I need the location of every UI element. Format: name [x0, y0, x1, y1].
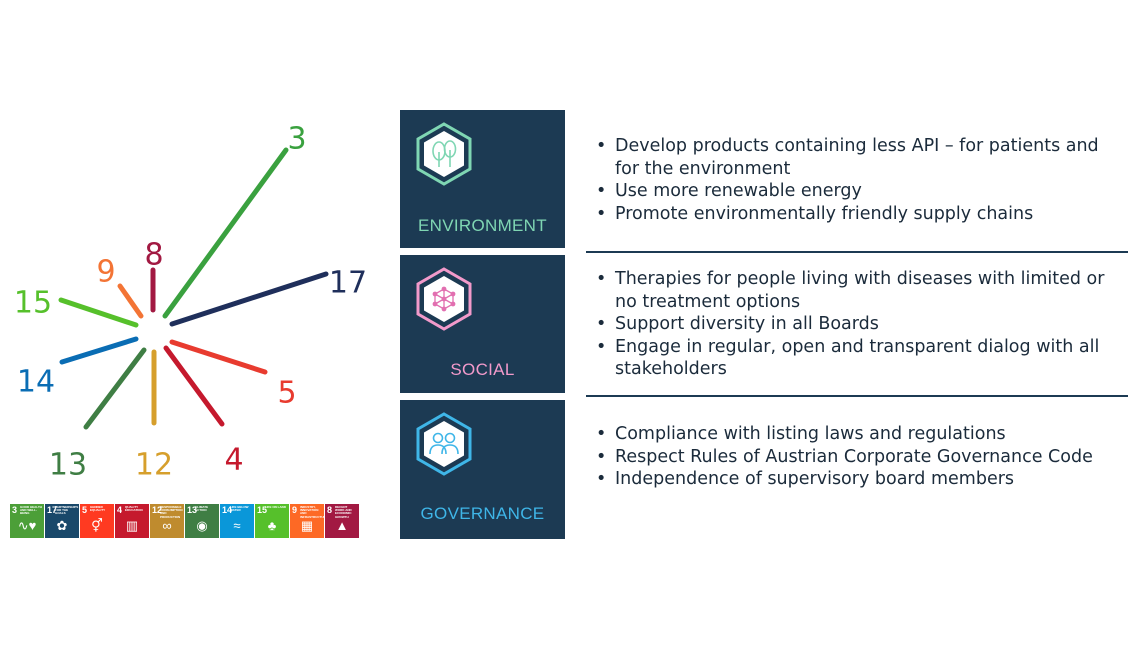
sdg-number-label: 14	[17, 365, 55, 400]
goal-item: Develop products containing less API – f…	[596, 135, 1126, 180]
infinity-icon: ∞	[162, 518, 172, 533]
sdg-ray-17	[169, 271, 329, 327]
pillar-environment: ENVIRONMENT	[400, 110, 565, 248]
goal-item: Use more renewable energy	[596, 180, 1126, 203]
environment-goals: Develop products containing less API – f…	[596, 135, 1126, 225]
sdg-number-label: 15	[14, 286, 52, 321]
gender-icon: ⚥	[91, 518, 103, 533]
sdg-tile-title: QUALITY EDUCATION	[125, 505, 143, 513]
growth-chart-icon: ▲	[335, 518, 349, 533]
sdg-tile-number: 12	[152, 505, 163, 515]
sdg-tile-title: DECENT WORK AND ECONOMIC GROWTH	[335, 505, 352, 519]
sdg-tile-number: 17	[47, 505, 58, 515]
sdg-ray-5	[169, 339, 268, 375]
sdg-tile-number: 3	[12, 505, 18, 515]
sdg-number-label: 13	[49, 448, 87, 483]
sdg-tile-number: 15	[257, 505, 268, 515]
sdg-number-label: 5	[277, 376, 296, 411]
goal-item: Support diversity in all Boards	[596, 313, 1126, 336]
pillar-label: SOCIAL	[450, 360, 515, 379]
sdg-number-label: 8	[144, 238, 163, 273]
pillar-social: SOCIAL	[400, 255, 565, 393]
section-divider	[586, 395, 1128, 397]
sdg-tile-title: GOOD HEALTH AND WELL-BEING	[20, 505, 42, 516]
goal-item: Engage in regular, open and transparent …	[596, 336, 1126, 381]
governance-goals: Compliance with listing laws and regulat…	[596, 423, 1126, 491]
sdg-number-label: 9	[96, 255, 115, 290]
sdg-tile-number: 4	[117, 505, 123, 515]
people-icon	[416, 412, 472, 476]
network-icon	[416, 267, 472, 331]
sdg-tile-title: INDUSTRY, INNOVATION AND INFRASTRUCTURE	[300, 505, 324, 519]
sdg-number-label: 12	[135, 448, 173, 483]
pillar-governance: GOVERNANCE	[400, 400, 565, 539]
sdg-number-label: 3	[287, 122, 306, 157]
goal-item: Independence of supervisory board member…	[596, 468, 1126, 491]
cubes-icon: ▦	[300, 518, 314, 533]
goal-item: Respect Rules of Austrian Corporate Gove…	[596, 446, 1126, 469]
book-icon: ▥	[125, 518, 139, 533]
sdg-tile-title: LIFE BELOW WATER	[230, 505, 249, 513]
social-goals: Therapies for people living with disease…	[596, 268, 1126, 381]
sdg-tile-number: 9	[292, 505, 298, 515]
pillar-label: ENVIRONMENT	[418, 216, 547, 235]
fish-icon: ≈	[233, 518, 241, 533]
sdg-tile-number: 13	[187, 505, 198, 515]
heartbeat-icon: ∿♥	[17, 518, 37, 533]
sdg-tile-title: PARTNERSHIPS FOR THE GOALS	[55, 505, 79, 516]
sdg-ray-9	[117, 283, 144, 319]
goal-item: Compliance with listing laws and regulat…	[596, 423, 1126, 446]
trees-icon	[416, 122, 472, 186]
sdg-ray-4	[163, 345, 225, 427]
sdg-tile-title: LIFE ON LAND	[265, 505, 286, 509]
goal-item: Therapies for people living with disease…	[596, 268, 1126, 313]
tree-icon: ♣	[267, 518, 277, 533]
sdg-ray-13	[83, 347, 147, 430]
sdg-number-label: 17	[329, 266, 367, 301]
sdg-ray-3	[162, 147, 289, 319]
starburst-center	[142, 319, 166, 343]
eye-icon: ◉	[196, 518, 208, 533]
sdg-tile-title: GENDER EQUALITY	[90, 505, 106, 513]
goal-item: Promote environmentally friendly supply …	[596, 203, 1126, 226]
sdg-ray-15	[58, 297, 139, 328]
sdg-tile-title: CLIMATE ACTION	[195, 505, 209, 513]
sdg-tile-number: 5	[82, 505, 88, 515]
sdg-number-label: 4	[224, 443, 243, 478]
pillar-label: GOVERNANCE	[420, 504, 545, 523]
section-divider	[586, 251, 1128, 253]
rings-icon: ✿	[56, 518, 68, 533]
sdg-tile-title: RESPONSIBLE CONSUMPTION AND PRODUCTION	[160, 505, 183, 519]
sdg-ray-14	[59, 336, 139, 365]
sdg-tile-number: 14	[222, 505, 233, 515]
sdg-tile-number: 8	[327, 505, 333, 515]
